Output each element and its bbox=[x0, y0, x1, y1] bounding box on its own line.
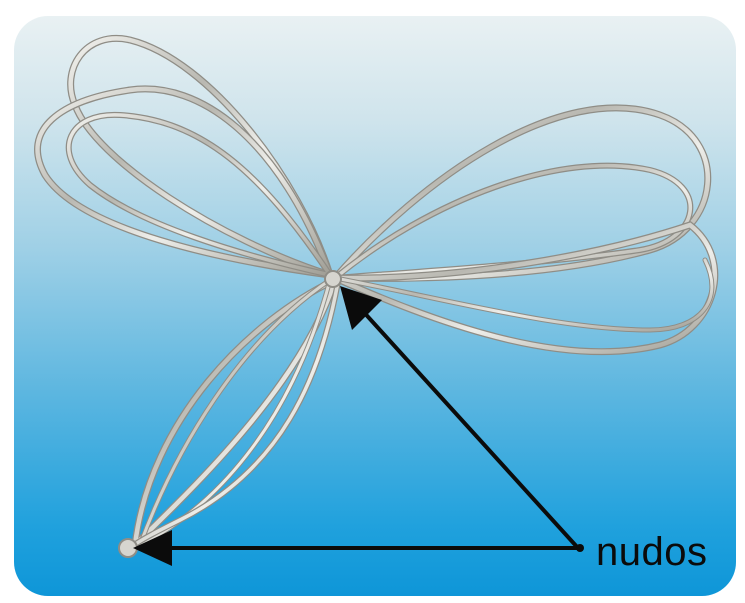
knots-label: nudos bbox=[596, 532, 707, 572]
upper-left-loop bbox=[38, 38, 330, 275]
pointer-arrows bbox=[133, 286, 584, 566]
arrow-origin bbox=[576, 544, 584, 552]
right-loop bbox=[335, 108, 715, 352]
center-knot bbox=[325, 271, 341, 287]
ribbon-loops bbox=[38, 38, 715, 557]
lower-loop bbox=[130, 280, 338, 548]
